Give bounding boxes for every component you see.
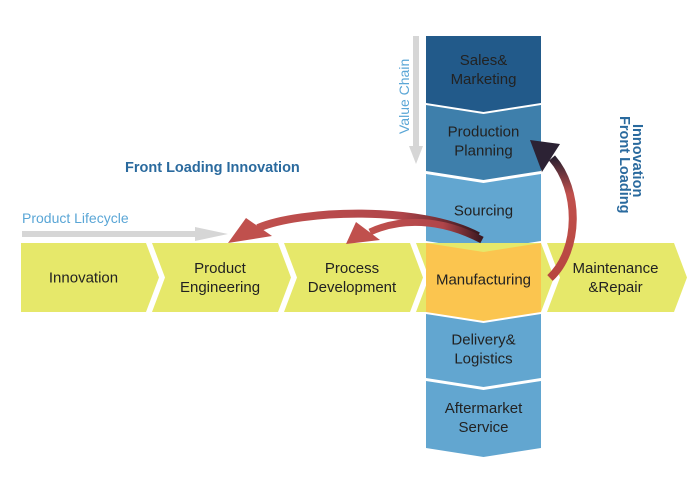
delivery-logistics-shape xyxy=(426,314,541,387)
product-lifecycle-label: Product Lifecycle xyxy=(22,210,129,226)
sourcing-label: Sourcing xyxy=(454,203,513,220)
product-engineering-shape xyxy=(152,243,291,312)
innovation-shape xyxy=(21,243,159,312)
aftermarket-service-label: Aftermarket xyxy=(445,400,523,417)
front-loading-innovation-vertical-title: Front Loading Innovation xyxy=(616,116,645,213)
production-planning-shape xyxy=(426,105,541,180)
process-development-shape xyxy=(284,243,423,312)
maintenance-repair-label: &Repair xyxy=(588,279,642,296)
svg-text:Front Loading: Front Loading xyxy=(616,116,632,213)
production-planning-label: Production xyxy=(448,124,520,141)
value-chain-guide-arrow xyxy=(409,36,423,164)
production-planning-label: Planning xyxy=(454,143,512,160)
maintenance-repair-label: Maintenance xyxy=(573,260,659,277)
svg-text:Innovation: Innovation xyxy=(629,124,645,197)
innovation-label: Innovation xyxy=(49,270,118,287)
manufacturing-shape xyxy=(426,243,541,321)
product-lifecycle-guide-arrow xyxy=(22,227,228,241)
feedback-arrow-to-production-planning xyxy=(530,140,577,281)
value-chain-block-sourcing: Sourcing xyxy=(426,174,541,250)
product-engineering-label: Product xyxy=(194,260,247,277)
delivery-logistics-label: Delivery& xyxy=(451,332,515,349)
feedback-arrow-to-process-development xyxy=(346,218,484,244)
sales-marketing-label: Marketing xyxy=(451,71,517,88)
maintenance-repair-shape xyxy=(547,243,687,312)
value-chain-label: Value Chain xyxy=(396,59,412,134)
aftermarket-service-label: Service xyxy=(458,419,508,436)
manufacturing-intersection: Manufacturing xyxy=(426,243,541,321)
process-development-label: Development xyxy=(308,279,397,296)
lifecycle-row: InnovationProductEngineeringProcessDevel… xyxy=(21,243,687,312)
aftermarket-service-shape xyxy=(426,381,541,457)
delivery-logistics-label: Logistics xyxy=(454,351,512,368)
sales-marketing-label: Sales& xyxy=(460,52,508,69)
lifecycle-block-maintenance-repair: Maintenance&Repair xyxy=(547,243,687,312)
lifecycle-block-innovation: Innovation xyxy=(21,243,159,312)
value-chain-block-delivery-logistics: Delivery&Logistics xyxy=(426,314,541,387)
process-development-label: Process xyxy=(325,260,379,277)
manufacturing-label: Manufacturing xyxy=(436,272,531,289)
front-loading-innovation-title: Front Loading Innovation xyxy=(125,160,300,176)
product-engineering-label: Engineering xyxy=(180,279,260,296)
sales-marketing-shape xyxy=(426,36,541,112)
value-chain-block-sales-marketing: Sales&Marketing xyxy=(426,36,541,112)
